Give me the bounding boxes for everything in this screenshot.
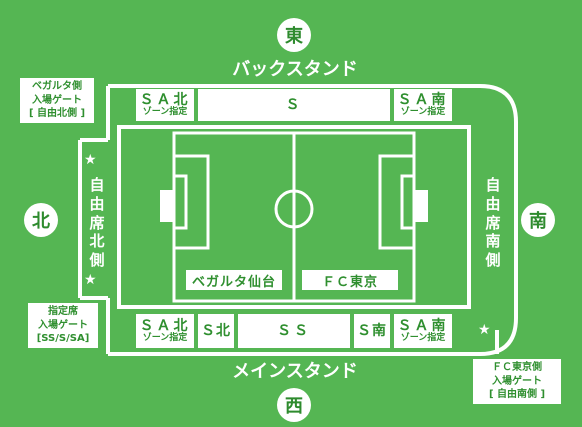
zone-note: ゾーン指定	[400, 332, 446, 343]
zone-main-sa-south[interactable]: ＳＡ南 ゾーン指定	[394, 314, 452, 348]
north-goal	[160, 190, 174, 222]
gate-line: [ 自由南側 ]	[488, 389, 546, 400]
zone-free-north[interactable]: 自由席北側	[89, 176, 105, 269]
away-team-label: ＦＣ東京	[302, 270, 398, 290]
gate-line: 入場ゲート	[38, 319, 88, 331]
zone-main-s-north[interactable]: Ｓ北	[198, 314, 234, 348]
zone-back-s[interactable]: Ｓ	[198, 89, 390, 121]
zone-note: ゾーン指定	[142, 332, 188, 343]
star-icon: ★	[84, 152, 97, 168]
zone-name: Ｓ南	[357, 322, 387, 339]
zone-free-south[interactable]: 自由席南側	[485, 176, 501, 269]
gate-line: ＦＣ東京側	[492, 362, 542, 373]
zone-main-sa-north[interactable]: ＳＡ北 ゾーン指定	[136, 314, 194, 348]
zone-name: ＳＡ南	[397, 317, 449, 334]
zone-name: ＳＳ	[277, 322, 311, 339]
north-goal-area	[172, 174, 188, 230]
zone-name: Ｓ	[285, 96, 303, 113]
north-badge: 北	[24, 203, 58, 237]
back-stand-title: バックスタンド	[232, 59, 358, 80]
zone-main-s-south[interactable]: Ｓ南	[354, 314, 390, 348]
zone-note: ゾーン指定	[142, 106, 188, 117]
east-badge: 東	[277, 18, 311, 52]
zone-name: ＳＡ北	[139, 91, 191, 108]
gate-line: [ 自由北側 ]	[28, 108, 86, 119]
zone-name: ＳＡ北	[139, 317, 191, 334]
north-penalty-area	[172, 154, 210, 250]
center-circle	[274, 189, 314, 229]
zone-name: ＳＡ南	[397, 91, 449, 108]
zone-back-sa-south[interactable]: ＳＡ南 ゾーン指定	[394, 89, 452, 121]
south-badge: 南	[521, 203, 555, 237]
south-goal-area	[400, 174, 416, 230]
west-badge: 西	[277, 388, 311, 422]
south-goal	[414, 190, 428, 222]
gate-line: [SS/S/SA]	[36, 333, 90, 344]
home-team-label: ベガルタ仙台	[186, 270, 282, 290]
south-penalty-area	[378, 154, 416, 250]
gate-line: 入場ゲート	[492, 375, 542, 387]
zone-name: Ｓ北	[201, 322, 231, 339]
zone-main-ss[interactable]: ＳＳ	[238, 314, 350, 348]
gate-line: 指定席	[48, 306, 78, 317]
zone-note: ゾーン指定	[400, 106, 446, 117]
zone-back-sa-north[interactable]: ＳＡ北 ゾーン指定	[136, 89, 194, 121]
star-icon: ★	[478, 322, 491, 338]
gate-fc-tokyo: ＦＣ東京側 入場ゲート [ 自由南側 ]	[473, 359, 561, 404]
pitch-boundary	[117, 125, 471, 309]
gate-line: ベガルタ側	[32, 81, 82, 92]
gate-reserved: 指定席 入場ゲート [SS/S/SA]	[28, 303, 98, 348]
gate-line: 入場ゲート	[32, 94, 82, 106]
star-icon: ★	[84, 272, 97, 288]
gate-vegalta: ベガルタ側 入場ゲート [ 自由北側 ]	[20, 78, 94, 123]
main-stand-title: メインスタンド	[232, 361, 358, 382]
